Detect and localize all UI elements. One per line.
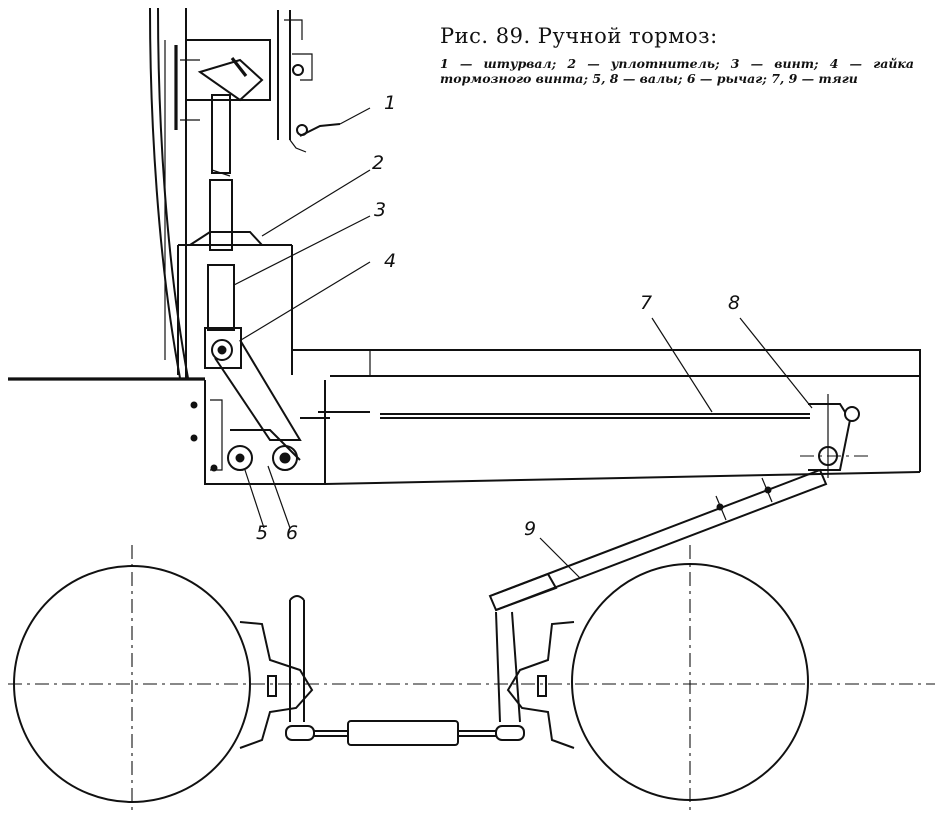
shaft-5 xyxy=(190,399,253,472)
callout-9: 9 xyxy=(524,518,537,540)
figure-caption-title: Рис. 89. Ручной тормоз: xyxy=(440,24,718,48)
brake-shaft xyxy=(209,94,233,251)
cross-tie-rod xyxy=(285,720,525,746)
callout-2: 2 xyxy=(372,152,385,174)
leader-lines xyxy=(244,317,813,579)
callout-6: 6 xyxy=(286,522,299,544)
callout-4: 4 xyxy=(384,250,397,272)
seal-housing xyxy=(177,169,371,375)
callout-8: 8 xyxy=(728,292,741,314)
chassis-frame xyxy=(8,349,921,485)
callout-1: 1 xyxy=(384,92,397,114)
brake-screw-nut xyxy=(204,261,371,369)
steering-wheel-assembly xyxy=(185,10,371,153)
rod-9 xyxy=(488,468,828,612)
callout-7: 7 xyxy=(640,292,653,314)
brake-lever xyxy=(214,339,302,471)
screw xyxy=(207,215,371,331)
callout-3: 3 xyxy=(374,199,387,221)
figure-caption-legend: 1 — штурвал; 2 — уплотнитель; 3 — винт; … xyxy=(440,56,914,86)
left-wheel xyxy=(13,545,251,815)
right-wheel xyxy=(571,545,809,815)
rod-7 xyxy=(300,411,810,419)
right-hub xyxy=(506,621,575,749)
knuckle-arms xyxy=(289,595,521,723)
callout-5: 5 xyxy=(256,522,269,544)
cab-wall xyxy=(149,7,200,379)
shaft-8-bracket xyxy=(800,394,872,478)
left-hub xyxy=(239,621,314,749)
